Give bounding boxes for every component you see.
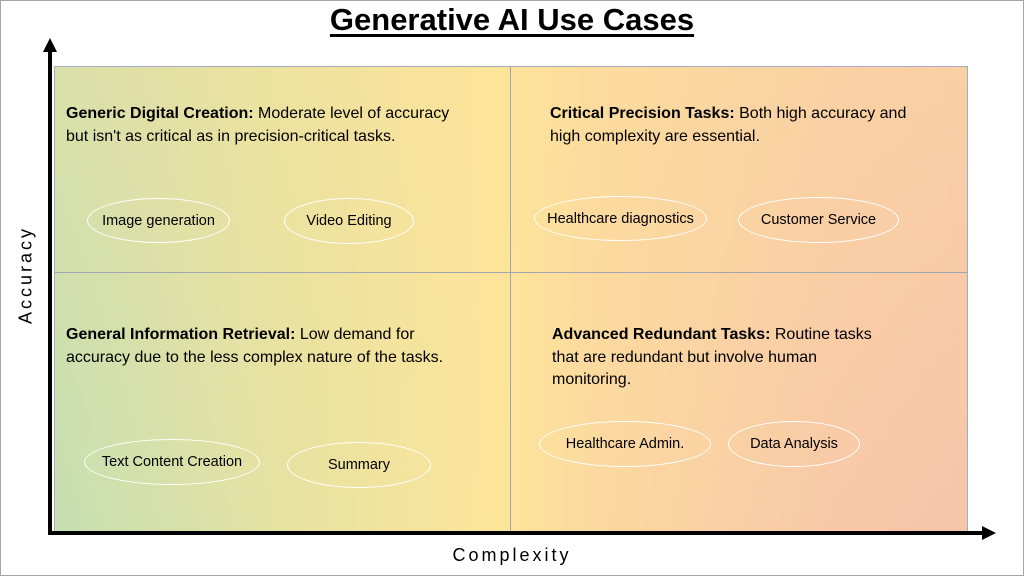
use-case-healthcare-admin: Healthcare Admin. <box>539 421 711 467</box>
horizontal-divider <box>55 272 967 273</box>
title-text: Generative AI Use Cases <box>329 2 695 37</box>
use-case-text-content-creation: Text Content Creation <box>84 439 260 485</box>
quadrant-heading: General Information Retrieval: <box>66 326 296 343</box>
x-axis-line <box>48 531 983 535</box>
y-axis-label: Accuracy <box>15 225 36 325</box>
vertical-divider <box>510 67 511 531</box>
use-case-customer-service: Customer Service <box>738 197 899 243</box>
quadrant-bottom-right-description: Advanced Redundant Tasks: Routine tasks … <box>552 324 892 392</box>
quadrant-text: Moderate level of accuracy but isn't as … <box>66 105 450 145</box>
use-case-video-editing: Video Editing <box>284 198 414 244</box>
quadrant-text: Both high accuracy and high complexity a… <box>550 105 907 145</box>
quadrant-top-left-description: Generic Digital Creation: Moderate level… <box>66 103 466 148</box>
quadrant-bottom-left-description: General Information Retrieval: Low deman… <box>66 324 456 369</box>
quadrant-top-right-description: Critical Precision Tasks: Both high accu… <box>550 103 930 148</box>
y-axis-arrow-icon <box>43 38 57 52</box>
diagram-title: Generative AI Use Cases <box>0 2 1024 38</box>
quadrant-text: Routine tasks that are redundant but inv… <box>552 326 872 388</box>
y-axis-line <box>48 50 52 535</box>
quadrant-heading: Critical Precision Tasks: <box>550 105 735 122</box>
x-axis-arrow-icon <box>982 526 996 540</box>
quadrant-text: Low demand for accuracy due to the less … <box>66 326 444 366</box>
use-case-summary: Summary <box>287 442 431 488</box>
quadrant-heading: Generic Digital Creation: <box>66 105 254 122</box>
use-case-healthcare-diagnostics: Healthcare diagnostics <box>534 196 707 241</box>
use-case-data-analysis: Data Analysis <box>728 421 860 467</box>
use-case-image-generation: Image generation <box>87 198 230 243</box>
x-axis-label: Complexity <box>452 545 572 565</box>
quadrant-heading: Advanced Redundant Tasks: <box>552 326 771 343</box>
